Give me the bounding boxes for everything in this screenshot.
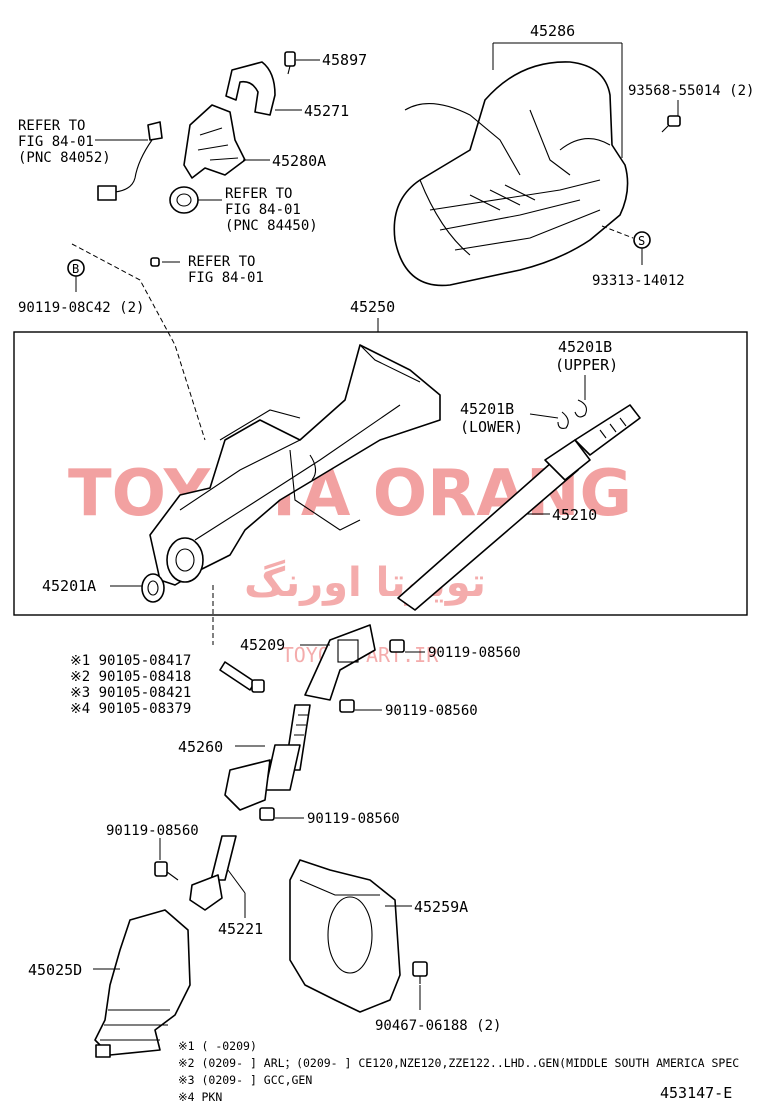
universal-joint-45209 bbox=[304, 624, 376, 701]
wire-harness-84052 bbox=[97, 121, 163, 201]
label-45897: 45897 bbox=[322, 51, 367, 69]
label-45201B-upper-text: (UPPER) bbox=[555, 356, 618, 374]
column-hole-cover-45259A bbox=[289, 859, 401, 1013]
label-45025D: 45025D bbox=[28, 961, 82, 979]
label-45201B-lower: 45201B bbox=[460, 400, 514, 418]
label-45271: 45271 bbox=[304, 102, 349, 120]
label-45259A: 45259A bbox=[414, 898, 468, 916]
boot-45025D bbox=[94, 909, 191, 1058]
label-90467: 90467-06188 (2) bbox=[375, 1018, 501, 1034]
footnote-3: ※3 (0209- ] GCC,GEN bbox=[178, 1073, 312, 1087]
lock-housing-45280A bbox=[183, 104, 246, 179]
label-90119-08560-a: 90119-08560 bbox=[428, 645, 521, 661]
refer1-line2: FIG 84-01 bbox=[18, 134, 94, 150]
bolt-line-4: ※4 90105-08379 bbox=[70, 701, 191, 717]
bolt-line-3: ※3 90105-08421 bbox=[70, 685, 191, 701]
refer1-line3: (PNC 84052) bbox=[18, 150, 111, 166]
bolt-line-2: ※2 90105-08418 bbox=[70, 669, 191, 685]
bolt-90467 bbox=[412, 961, 428, 984]
column-assembly-box bbox=[13, 331, 748, 616]
bolt-90119-b bbox=[339, 699, 355, 713]
label-45280A: 45280A bbox=[272, 152, 326, 170]
refer2-line3: (PNC 84450) bbox=[225, 218, 318, 234]
clip-45201B bbox=[557, 399, 587, 429]
label-45201A: 45201A bbox=[42, 577, 96, 595]
steering-column-45250 bbox=[149, 344, 441, 586]
screw-45897 bbox=[284, 51, 296, 75]
bracket-45271 bbox=[225, 61, 276, 116]
footnote-4: ※4 PKN bbox=[178, 1090, 222, 1104]
screw-refer-84-01 bbox=[150, 257, 160, 267]
marker-b: B bbox=[72, 262, 79, 276]
bolt-line-1: ※1 90105-08417 bbox=[70, 653, 191, 669]
bolt-90119-d bbox=[154, 861, 179, 881]
label-45201B-lower-text: (LOWER) bbox=[460, 418, 523, 436]
refer2-line2: FIG 84-01 bbox=[225, 202, 301, 218]
bolt-90119-a bbox=[389, 639, 405, 653]
label-45250: 45250 bbox=[350, 298, 395, 316]
figure-code: 453147-E bbox=[660, 1084, 732, 1102]
screw-93568 bbox=[661, 115, 681, 133]
label-93568: 93568-55014 (2) bbox=[628, 83, 754, 99]
label-90119-08560-b: 90119-08560 bbox=[385, 703, 478, 719]
label-93313: 93313-14012 bbox=[592, 273, 685, 289]
label-90119-08C42: 90119-08C42 (2) bbox=[18, 300, 144, 316]
column-cover-45286 bbox=[393, 61, 629, 287]
main-shaft-45210 bbox=[397, 404, 641, 611]
label-45221: 45221 bbox=[218, 920, 263, 938]
refer3-line1: REFER TO bbox=[188, 254, 255, 270]
label-90119-08560-d: 90119-08560 bbox=[106, 823, 199, 839]
marker-s: S bbox=[638, 234, 645, 248]
footnote-1: ※1 ( -0209) bbox=[178, 1039, 257, 1053]
refer1-line1: REFER TO bbox=[18, 118, 85, 134]
label-90119-08560-c: 90119-08560 bbox=[307, 811, 400, 827]
intermediate-shaft-45260 bbox=[224, 704, 311, 811]
label-45286: 45286 bbox=[530, 22, 575, 40]
bolt-90105 bbox=[219, 661, 265, 693]
switch-84450 bbox=[169, 186, 199, 214]
yoke-45221 bbox=[189, 835, 237, 911]
footnote-2: ※2 (0209- ] ARL；(0209- ] CE120,NZE120,ZZ… bbox=[178, 1056, 739, 1070]
refer2-line1: REFER TO bbox=[225, 186, 292, 202]
label-45201B-upper: 45201B bbox=[558, 338, 612, 356]
label-45209: 45209 bbox=[240, 636, 285, 654]
label-45260: 45260 bbox=[178, 738, 223, 756]
bushing-45201A bbox=[141, 573, 165, 603]
bolt-90119-c bbox=[259, 807, 275, 821]
label-45210: 45210 bbox=[552, 506, 597, 524]
refer3-line2: FIG 84-01 bbox=[188, 270, 264, 286]
